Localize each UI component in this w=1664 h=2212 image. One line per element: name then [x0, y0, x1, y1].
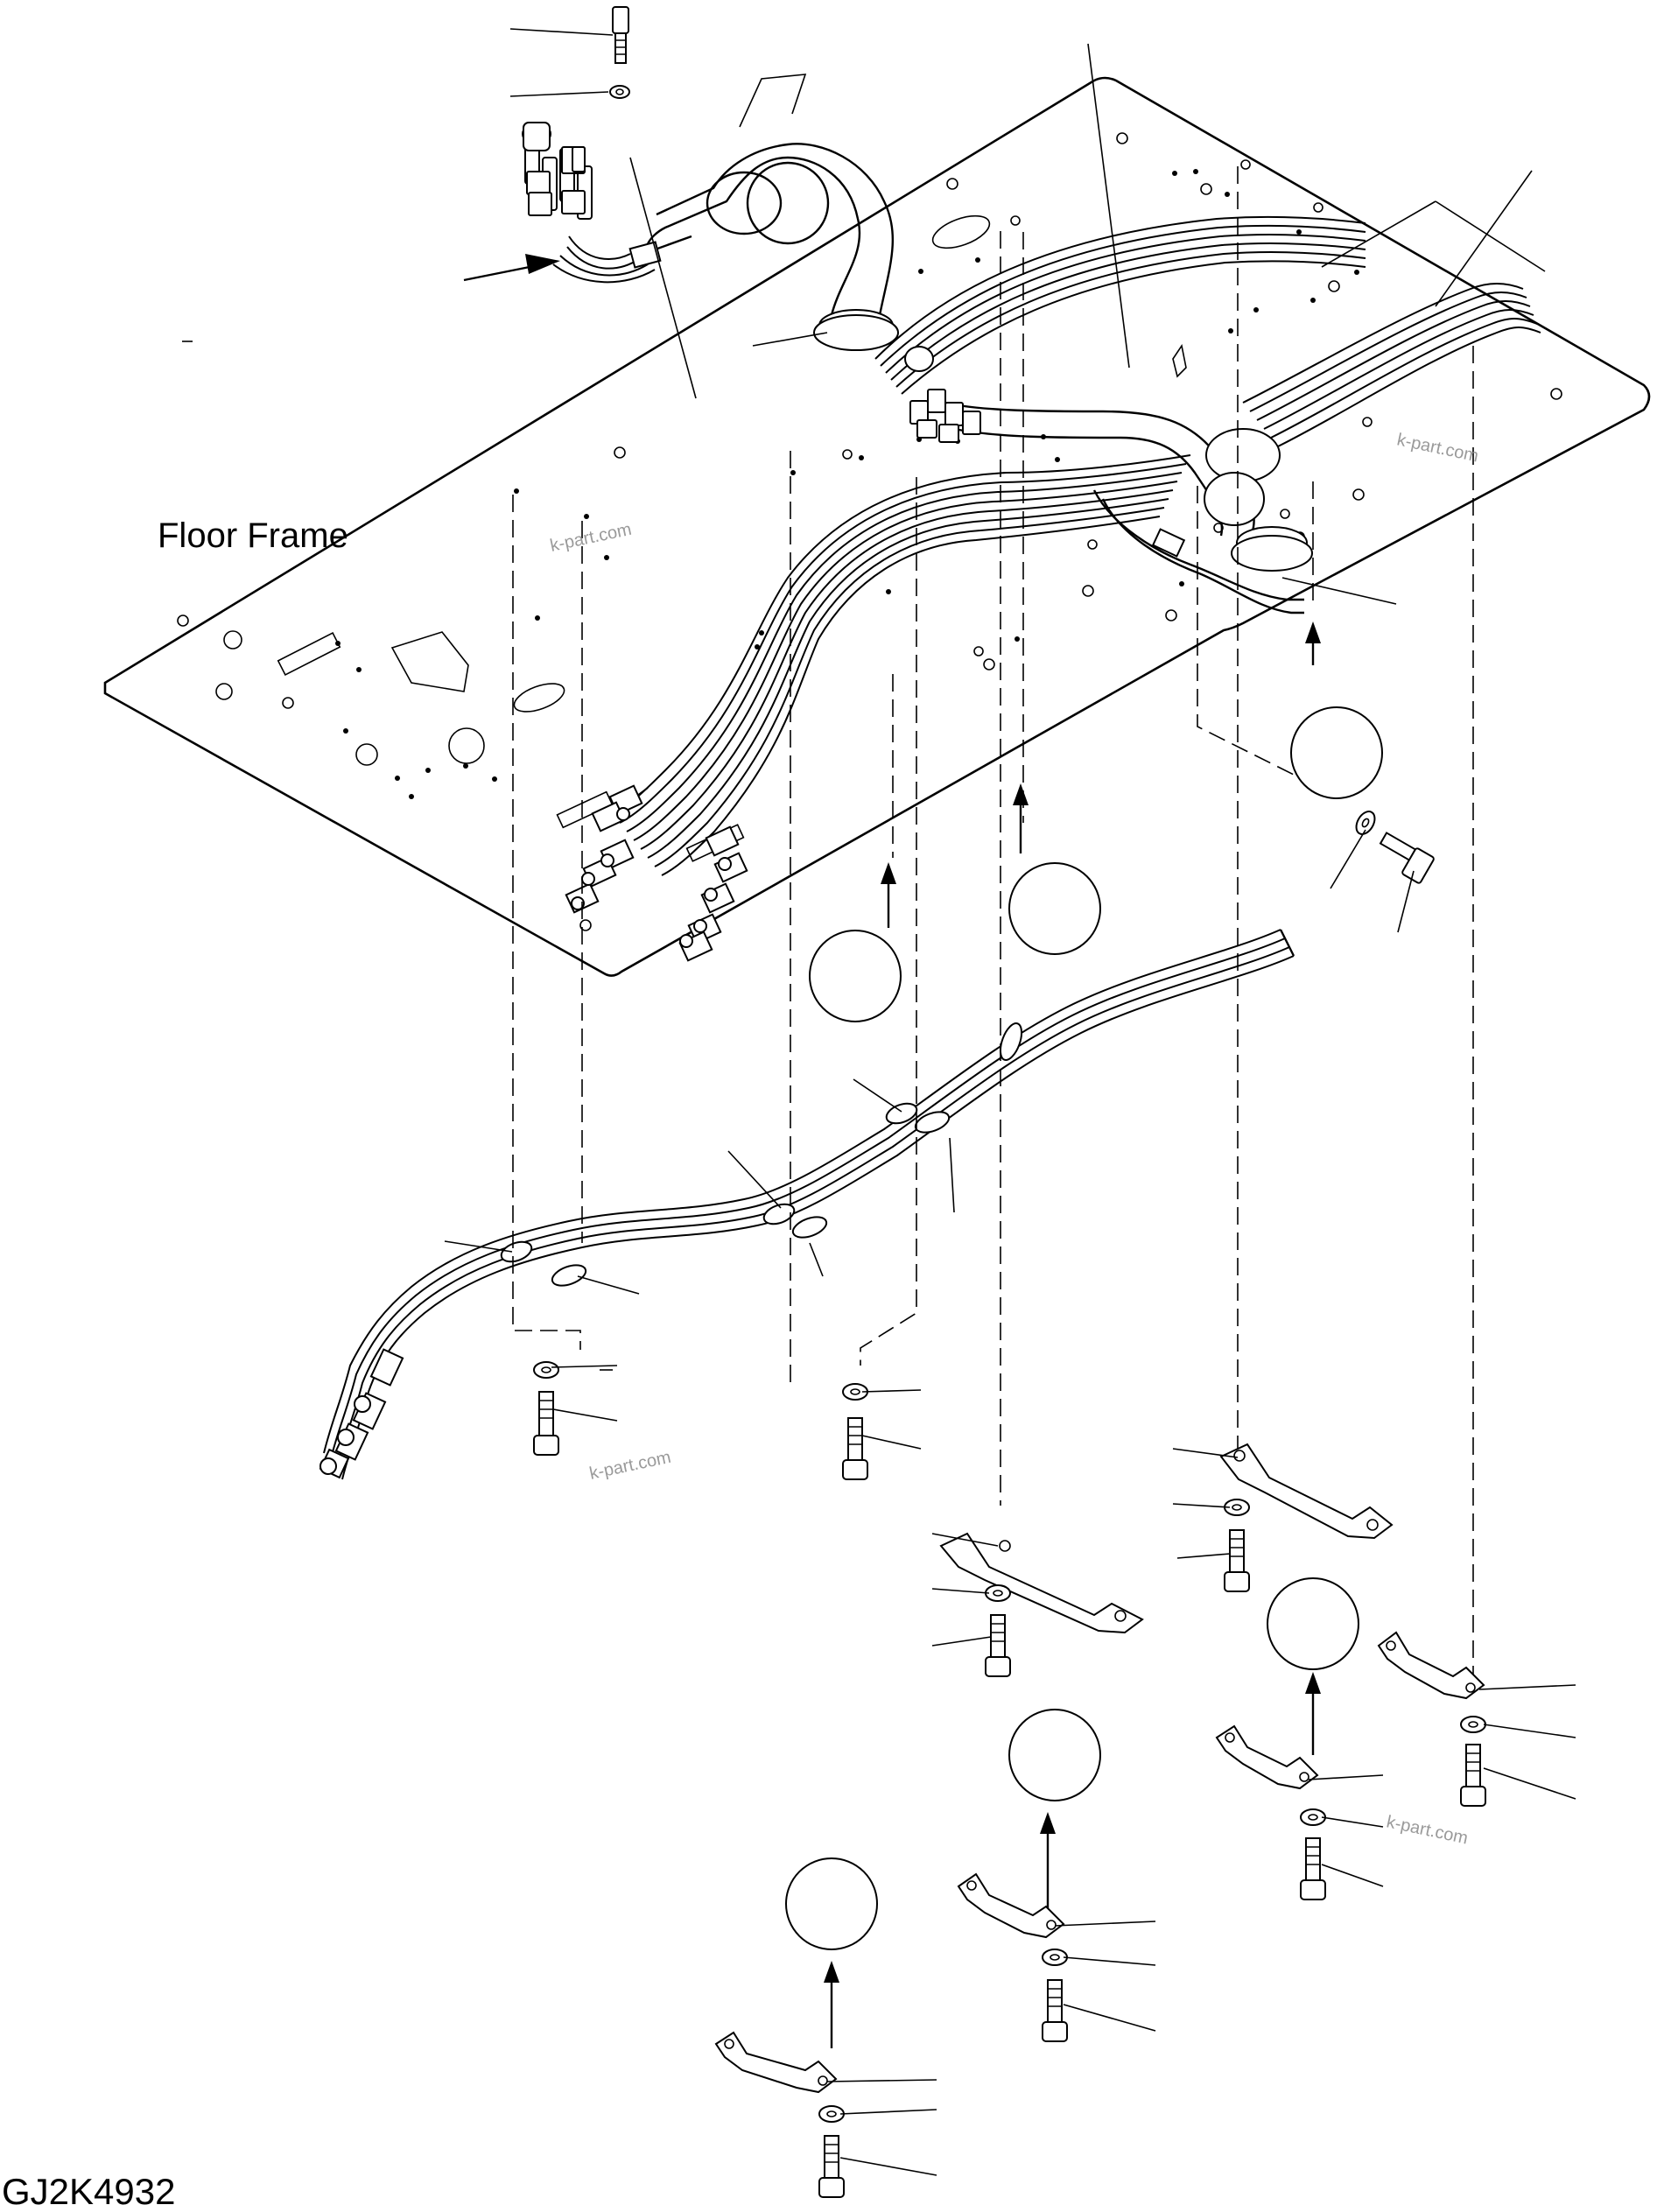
bolt-d — [985, 1614, 1011, 1677]
bolt-g — [1042, 1979, 1068, 2042]
plate-dots — [335, 169, 1359, 799]
hose-harness-lower — [319, 929, 1295, 1480]
cap-1 — [1290, 706, 1383, 799]
cover-caps — [785, 706, 1383, 1950]
watermark-3: k-part.com — [587, 1448, 672, 1484]
hose-fittings-plate — [565, 784, 748, 962]
floor-frame-label: Floor Frame — [158, 516, 348, 555]
cap-3 — [1008, 862, 1101, 955]
cap-4 — [1267, 1577, 1359, 1670]
watermark-4: k-part.com — [1385, 1812, 1470, 1848]
bolt-right-plate — [1379, 832, 1435, 884]
direction-arrows — [463, 254, 1321, 2048]
bolt-top — [612, 6, 629, 64]
hose-harness-upper — [522, 122, 1541, 962]
bolt-f — [1300, 1837, 1326, 1900]
clamp-brackets — [714, 1443, 1485, 2094]
bolt-h — [818, 2135, 845, 2198]
cap-5 — [1008, 1709, 1101, 1801]
floor-frame-plate — [103, 76, 1651, 977]
bolts — [533, 6, 1486, 2198]
washers — [533, 85, 1486, 2123]
bolt-a — [533, 1391, 559, 1456]
hose-fittings-top — [522, 122, 593, 220]
bolt-c — [1224, 1529, 1250, 1592]
drawing-code: GJ2K4932 — [2, 2171, 175, 2212]
bolt-e — [1460, 1744, 1486, 1807]
cap-6 — [785, 1857, 878, 1950]
leader-lines — [182, 28, 1576, 2176]
cap-2 — [809, 930, 902, 1022]
alignment-lines — [512, 166, 1474, 1681]
bolt-b — [842, 1417, 868, 1480]
